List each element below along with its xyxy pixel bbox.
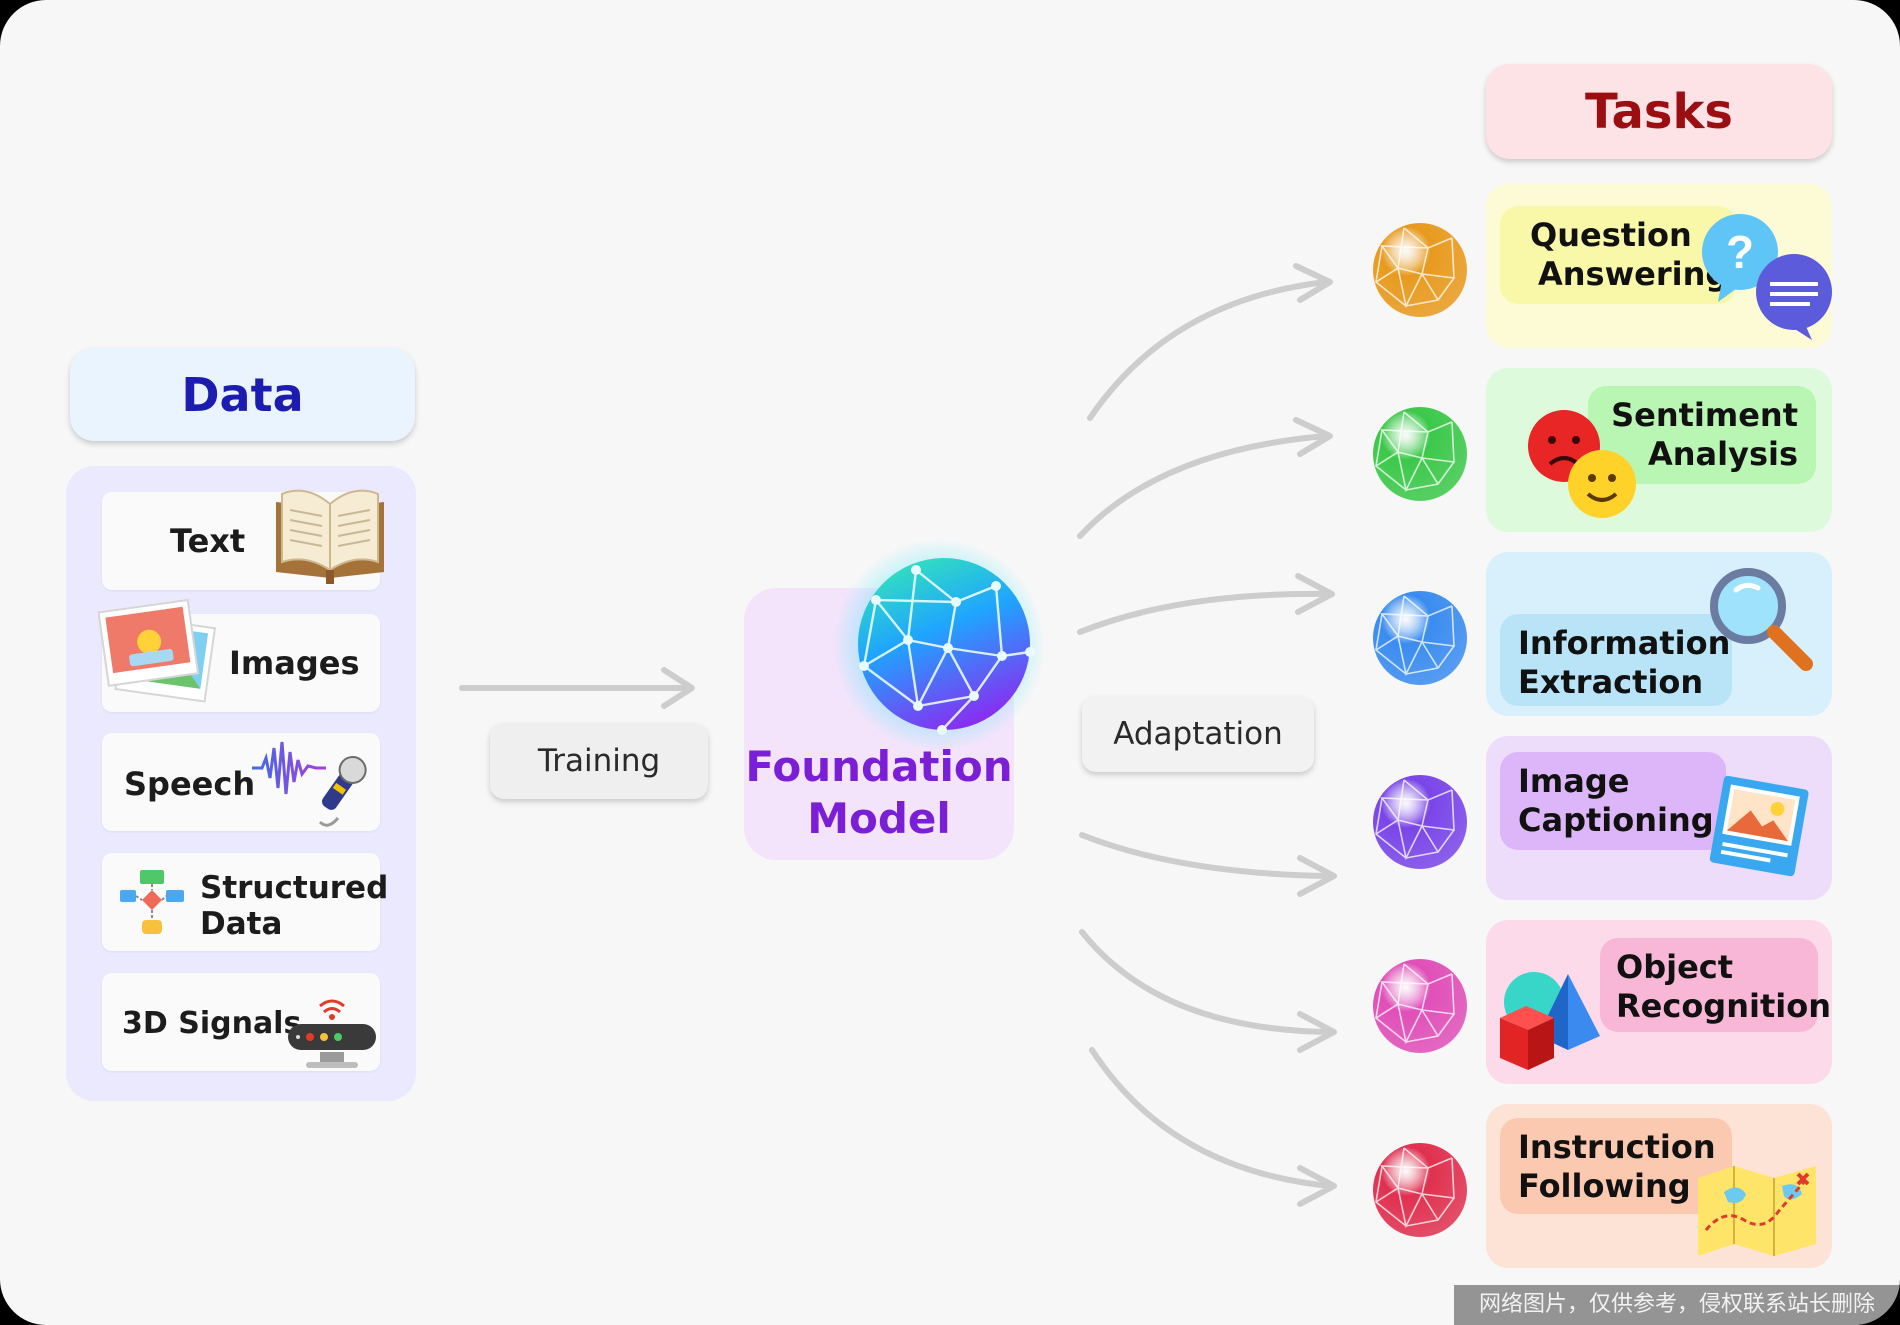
picture-frame-icon — [1709, 775, 1809, 877]
training-arrow — [459, 667, 695, 709]
task-label-instruction-following-line1: Instruction — [1518, 1128, 1716, 1166]
task-label-information-extraction: Information Extraction — [1500, 614, 1732, 706]
foundation-globe-icon — [858, 558, 1035, 735]
orb-object-recognition-icon — [1373, 959, 1467, 1053]
svg-text:?: ? — [1726, 226, 1754, 278]
task-label-question-answering: Question Answering — [1500, 206, 1736, 304]
question-chat-bubbles-icon: ? — [1702, 214, 1832, 340]
flowchart-icon — [120, 870, 184, 934]
task-label-sentiment-analysis-line2: Analysis — [1647, 435, 1798, 473]
data-item-structured-line1: Structured — [200, 870, 389, 906]
orb-question-answering-icon — [1373, 223, 1467, 317]
3d-shapes-icon — [1500, 972, 1600, 1070]
adaptation-arrow-1 — [1087, 263, 1333, 421]
tasks-header-label: Tasks — [1584, 83, 1733, 140]
orb-sentiment-analysis-icon — [1373, 407, 1467, 501]
data-header: Data — [70, 348, 415, 441]
task-label-information-extraction-line2: Extraction — [1518, 663, 1704, 701]
microphone-waveform-icon — [252, 741, 367, 827]
emoji-faces-icon — [1528, 410, 1636, 518]
task-label-sentiment-analysis: Sentiment Analysis — [1588, 386, 1816, 484]
task-label-question-answering-line1: Question — [1530, 216, 1692, 254]
task-label-instruction-following: Instruction Following — [1500, 1118, 1732, 1214]
photo-stack-icon — [97, 598, 217, 703]
adaptation-arrow-2 — [1077, 417, 1333, 539]
tasks-header: Tasks — [1486, 64, 1832, 159]
adaptation-arrow-5 — [1079, 929, 1337, 1053]
watermark-text: 网络图片，仅供参考，侵权联系站长删除 — [1454, 1285, 1900, 1325]
orb-information-extraction-icon — [1373, 591, 1467, 685]
treasure-map-icon — [1698, 1166, 1816, 1256]
training-pill: Training — [490, 723, 708, 799]
magnifier-icon — [1710, 568, 1813, 671]
task-label-object-recognition-line2: Recognition — [1616, 987, 1831, 1025]
task-label-information-extraction-line1: Information — [1518, 624, 1731, 662]
adaptation-pill: Adaptation — [1082, 696, 1314, 772]
sensor-device-icon — [288, 999, 376, 1068]
orb-instruction-following-icon — [1373, 1143, 1467, 1237]
adaptation-arrow-4 — [1079, 832, 1337, 897]
open-book-icon — [276, 489, 384, 584]
task-label-object-recognition: Object Recognition — [1600, 938, 1831, 1032]
adaptation-label: Adaptation — [1113, 716, 1283, 752]
data-item-speech — [102, 733, 380, 831]
task-label-image-captioning-line2: Captioning — [1518, 801, 1714, 839]
data-item-3d-signals-label: 3D Signals — [122, 1006, 302, 1041]
training-label: Training — [537, 743, 661, 779]
orb-image-captioning-icon — [1373, 775, 1467, 869]
task-label-sentiment-analysis-line1: Sentiment — [1611, 396, 1798, 434]
task-label-question-answering-line2: Answering — [1538, 255, 1729, 293]
task-label-image-captioning: Image Captioning — [1500, 752, 1726, 850]
adaptation-arrow-3 — [1077, 573, 1335, 635]
data-item-images-label: Images — [229, 644, 360, 682]
data-item-text-label: Text — [170, 522, 246, 560]
data-header-label: Data — [181, 367, 304, 422]
foundation-label-line1: Foundation — [745, 742, 1013, 791]
task-label-object-recognition-line1: Object — [1616, 948, 1734, 986]
data-item-structured-line2: Data — [200, 906, 283, 942]
task-label-image-captioning-line1: Image — [1518, 762, 1630, 800]
foundation-label-line2: Model — [807, 794, 951, 843]
adaptation-arrow-6 — [1089, 1047, 1337, 1207]
data-item-speech-label: Speech — [124, 765, 256, 803]
task-label-instruction-following-line2: Following — [1518, 1167, 1691, 1205]
